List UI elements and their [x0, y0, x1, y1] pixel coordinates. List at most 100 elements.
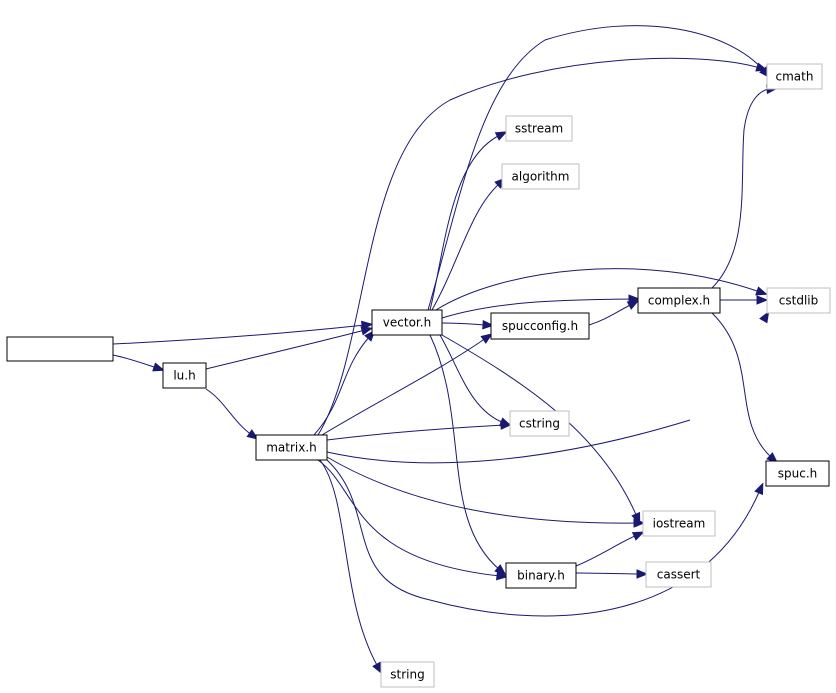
edge-complex-to-cstdlib	[719, 295, 769, 305]
node-label: sstream	[515, 122, 563, 136]
node-label: matrix/det.cpp	[16, 342, 105, 356]
arrowhead	[754, 482, 764, 496]
node-label: lu.h	[173, 369, 195, 383]
node-box	[642, 510, 716, 537]
node-det[interactable]: matrix/det.cpp	[6, 336, 114, 362]
node-label: complex.h	[648, 294, 710, 308]
node-label: matrix.h	[266, 441, 317, 455]
arrowhead	[626, 300, 640, 310]
node-spuc[interactable]: spuc.h	[765, 460, 830, 487]
arrowhead	[759, 310, 770, 324]
node-label: algorithm	[512, 170, 570, 184]
edge-binary-to-iostream	[575, 531, 645, 567]
node-cstring: cstring	[509, 410, 570, 437]
arrowhead	[755, 62, 768, 72]
edge-line	[317, 57, 761, 436]
node-binary[interactable]: binary.h	[505, 562, 577, 589]
arrowhead	[372, 661, 383, 675]
arrowhead	[480, 333, 493, 344]
edge-matrix-to-binary	[317, 459, 509, 581]
node-vector[interactable]: vector.h	[371, 309, 443, 336]
edge-line	[427, 25, 766, 311]
node-complex[interactable]: complex.h	[637, 287, 721, 314]
node-label: cmath	[776, 70, 814, 84]
edge-line	[441, 298, 633, 319]
edge-vector-to-sstream	[429, 131, 508, 311]
arrowhead	[152, 362, 165, 372]
arrowhead	[633, 518, 646, 528]
edge-matrix-to-iostream	[326, 456, 646, 528]
edge-line	[319, 459, 379, 668]
edge-vector-to-algorithm	[431, 177, 507, 311]
edge-line	[321, 337, 487, 436]
edge-line	[439, 334, 505, 424]
node-box	[6, 336, 114, 362]
node-matrix[interactable]: matrix.h	[255, 434, 328, 461]
node-algorithm: algorithm	[501, 163, 580, 190]
edge-spucconfig-to-complex	[588, 300, 640, 326]
node-cstdlib: cstdlib	[766, 287, 831, 314]
arrowhead	[246, 429, 259, 440]
node-cmath: cmath	[766, 63, 823, 90]
node-label: cassert	[657, 568, 701, 582]
node-lu[interactable]: lu.h	[162, 362, 207, 389]
file-nodes: matrix/det.cpp vector.h lu.h matrix.h spucco…	[6, 63, 831, 688]
edge-matrix-to-cstdlib	[326, 310, 770, 464]
arrowhead	[482, 320, 495, 330]
node-string: string	[380, 661, 435, 688]
node-sstream: sstream	[505, 115, 573, 142]
node-label: spuc.h	[778, 467, 818, 481]
edge-line	[205, 388, 253, 436]
edge-line	[313, 335, 371, 436]
edge-line	[711, 312, 773, 459]
arrowhead	[494, 131, 508, 141]
node-label: spucconfig.h	[502, 319, 578, 333]
arrowhead	[500, 420, 513, 430]
node-iostream: iostream	[642, 510, 716, 537]
edge-matrix-to-cstring	[326, 420, 513, 441]
edge-matrix-to-vector	[313, 329, 376, 436]
edge-line	[441, 322, 487, 326]
node-cassert: cassert	[645, 561, 712, 588]
edge-lu-to-matrix	[205, 388, 259, 440]
edge-line	[711, 88, 771, 289]
arrowhead	[631, 531, 645, 541]
node-label: binary.h	[517, 569, 565, 583]
edge-vector-to-binary	[429, 334, 507, 576]
node-box	[509, 410, 570, 437]
edge-det-to-lu	[112, 354, 165, 372]
edge-line	[326, 419, 691, 464]
edge-matrix-to-cmath	[317, 57, 768, 436]
edge-matrix-to-spuc	[326, 459, 764, 617]
node-label: iostream	[653, 517, 706, 531]
edge-line	[317, 459, 501, 577]
edge-vector-to-cstring	[439, 334, 512, 427]
edge-complex-to-cmath	[711, 84, 779, 289]
edge-vector-to-cstdlib	[435, 268, 768, 311]
node-box	[380, 661, 435, 688]
edge-lu-to-vector	[205, 326, 374, 370]
edge-line	[575, 572, 641, 575]
edge-line	[429, 134, 501, 311]
node-box	[490, 312, 590, 340]
edge-line	[588, 303, 633, 326]
arrowhead	[360, 326, 374, 336]
edge-binary-to-cassert	[575, 569, 649, 579]
node-label: cstdlib	[779, 294, 818, 308]
node-label: cstring	[519, 417, 560, 431]
edge-line	[435, 268, 761, 311]
edge-line	[429, 334, 501, 571]
edge-line	[112, 324, 366, 345]
edge-matrix-to-string	[319, 459, 383, 675]
edge-line	[326, 459, 761, 617]
edge-line	[441, 334, 638, 518]
edge-complex-to-spuc	[711, 312, 779, 464]
node-box	[766, 63, 823, 90]
dependency-edges	[112, 25, 779, 675]
node-spucconfig[interactable]: spucconfig.h	[490, 312, 590, 340]
edge-matrix-to-spucconfig	[321, 333, 493, 436]
edge-line	[575, 534, 638, 567]
node-box	[501, 163, 580, 190]
node-box	[645, 561, 712, 588]
edge-vector-to-cmath	[427, 25, 771, 311]
